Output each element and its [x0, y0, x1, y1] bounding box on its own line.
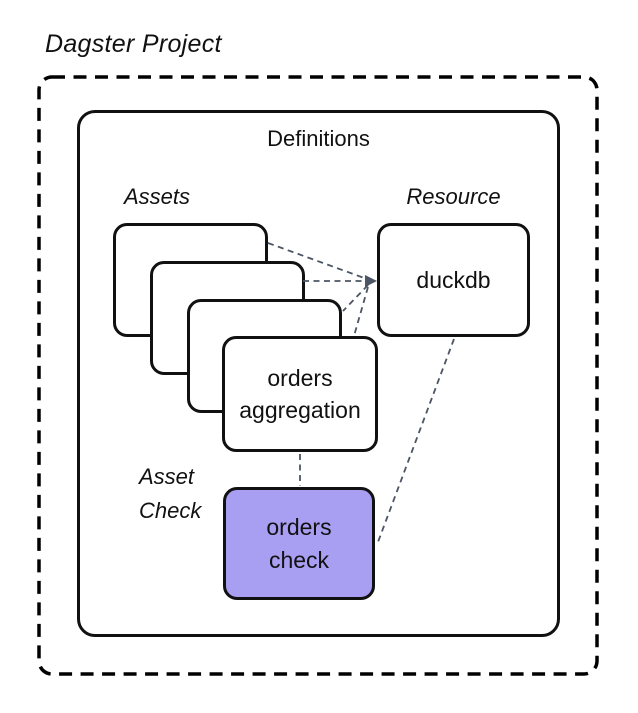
assets-section-label: Assets — [124, 184, 191, 209]
duckdb-node: duckdb — [377, 223, 530, 337]
orders-aggregation-label: orders aggregation — [239, 364, 361, 423]
asset-check-label-line2: Check — [139, 498, 202, 524]
definitions-label: Definitions — [267, 126, 370, 151]
resource-section-label: Resource — [406, 184, 501, 209]
orders-check-node: orders check — [223, 487, 375, 600]
orders-check-label: orders check — [266, 514, 332, 573]
asset-check-label-line1: Asset — [139, 464, 195, 489]
orders-aggregation-node: orders aggregation — [222, 336, 378, 452]
diagram-title: Dagster Project — [45, 30, 222, 58]
asset-check-section-label: Asset Check — [139, 460, 201, 528]
duckdb-label: duckdb — [416, 266, 491, 293]
